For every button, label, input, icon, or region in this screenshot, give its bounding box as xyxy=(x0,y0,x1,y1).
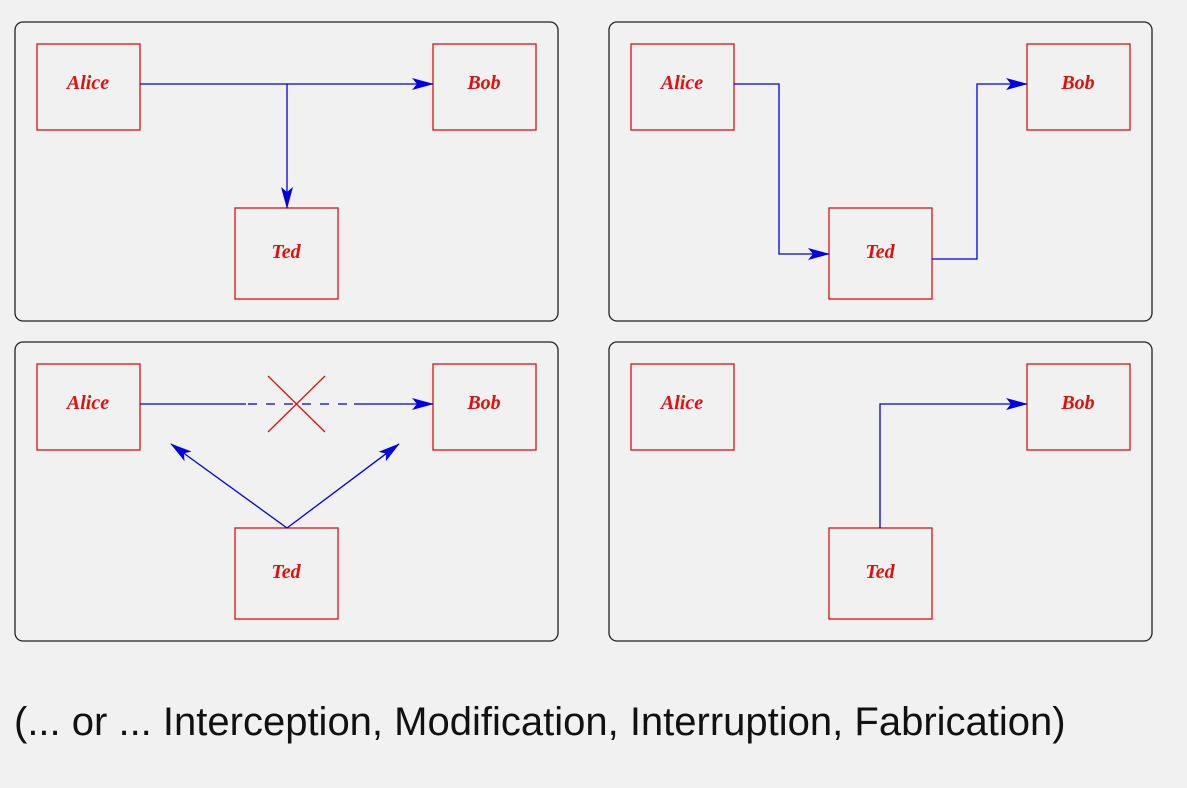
ted-to-bob-arrow xyxy=(932,78,1028,260)
bob-node: Bob xyxy=(432,43,537,131)
bob-label: Bob xyxy=(1060,392,1094,414)
bob-label: Bob xyxy=(466,72,500,94)
ted-label: Ted xyxy=(271,241,301,263)
alice-to-ted-arrow xyxy=(734,83,830,260)
caption-text: (... or ... Interception, Modification, … xyxy=(14,700,1066,744)
ted-label: Ted xyxy=(865,241,895,263)
ted-node: Ted xyxy=(234,527,339,620)
bob-node: Bob xyxy=(1026,43,1131,131)
alice-node: Alice xyxy=(36,363,141,451)
ted-node: Ted xyxy=(828,207,933,300)
panel-interruption: Alice Bob Ted xyxy=(14,341,559,642)
alice-label: Alice xyxy=(659,392,703,414)
panel-frame xyxy=(14,341,559,642)
bob-label: Bob xyxy=(466,392,500,414)
panel-interception: Alice Bob Ted xyxy=(14,21,559,322)
panel-modification: Alice Bob Ted xyxy=(608,21,1153,322)
bob-label: Bob xyxy=(1060,72,1094,94)
bob-node: Bob xyxy=(432,363,537,451)
panel-frame xyxy=(608,21,1153,322)
alice-node: Alice xyxy=(630,43,735,131)
ted-to-bob-arrow xyxy=(879,398,1028,528)
panel-frame xyxy=(608,341,1153,642)
ted-label: Ted xyxy=(865,561,895,583)
alice-label: Alice xyxy=(65,72,109,94)
alice-node: Alice xyxy=(630,363,735,451)
panel-frame xyxy=(14,21,559,322)
ted-node: Ted xyxy=(234,207,339,300)
ted-label: Ted xyxy=(271,561,301,583)
ted-to-alice-arrow xyxy=(170,443,288,529)
alice-node: Alice xyxy=(36,43,141,131)
bob-node: Bob xyxy=(1026,363,1131,451)
alice-label: Alice xyxy=(659,72,703,94)
ted-node: Ted xyxy=(828,527,933,620)
cross-mark-icon xyxy=(267,375,326,433)
panel-fabrication: Alice Bob Ted xyxy=(608,341,1153,642)
ted-to-bob-arrow xyxy=(286,443,400,529)
alice-label: Alice xyxy=(65,392,109,414)
